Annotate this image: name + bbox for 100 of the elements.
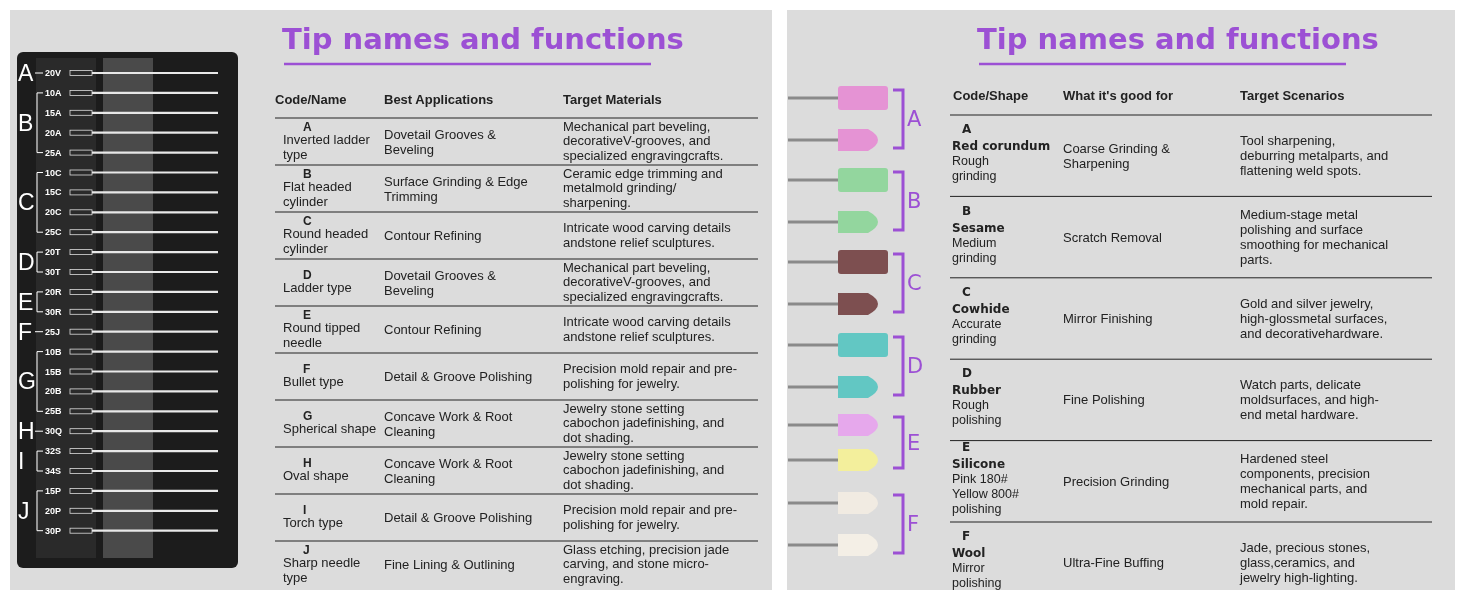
column-header: What it's good for — [1063, 88, 1173, 103]
application-text: Concave Work & Root Cleaning — [384, 408, 514, 439]
bit-code: 15C — [45, 186, 62, 199]
group-letter: J — [18, 497, 30, 524]
material-name: Silicone — [952, 457, 1007, 473]
group-letter: I — [18, 448, 25, 475]
bit-code: 25C — [45, 226, 62, 239]
tip-name: Inverted ladder type — [283, 133, 371, 162]
bit-code: 15A — [45, 106, 62, 119]
material-text: Intricate wood carving details andstone relief sculptures. — [563, 221, 732, 250]
group-letter: C — [907, 271, 922, 295]
use-text: Scratch Removal — [1063, 229, 1163, 245]
material-name: Cowhide — [952, 302, 1011, 317]
bit-code: 32S — [45, 445, 61, 458]
use-text: Ultra-Fine Buffing — [1063, 555, 1165, 571]
bit-code: 30P — [45, 524, 61, 537]
group-letter: G — [18, 368, 36, 395]
bit-code: 15P — [45, 484, 61, 497]
bit-code: 25B — [45, 405, 62, 418]
group-letter: D — [18, 249, 35, 276]
row-code: I — [302, 504, 307, 517]
row-code: D — [961, 367, 972, 381]
material-text: Ceramic edge trimming and metalmold grinding/ sharpening. — [563, 166, 724, 211]
group-letter: A — [18, 60, 34, 86]
scenario-text: Tool sharpening, deburring metalparts, and flattening weld spots. — [1240, 133, 1390, 179]
group-letter: E — [907, 430, 921, 455]
use-text: Mirror Finishing — [1063, 311, 1154, 326]
material-name: Wool — [952, 546, 987, 562]
row-code: B — [302, 168, 312, 180]
panel-title: Tip names and functions — [977, 22, 1379, 56]
material-text: Glass etching, precision jade carving, and stone micro-engraving. — [563, 542, 731, 587]
row-code: F — [302, 363, 311, 376]
group-letter: B — [907, 189, 922, 213]
group-letter: F — [907, 512, 920, 536]
description-text: Accurate grinding — [952, 317, 1003, 347]
bit-code: 20R — [45, 285, 62, 298]
column-header: Target Materials — [563, 92, 662, 107]
column-header: Code/Name — [275, 92, 347, 107]
material-text: Mechanical part beveling, decorativeV-grooves, and specialized engravingcrafts. — [563, 119, 725, 164]
material-text: Jewelry stone setting cabochon jadefinishing, and dot shading. — [563, 448, 726, 493]
group-letter: F — [18, 318, 33, 345]
application-text: Fine Lining & Outlining — [384, 557, 516, 572]
tip-name: Torch type — [283, 516, 344, 531]
bit-code: 20P — [45, 504, 61, 517]
tip-name: Ladder type — [283, 281, 353, 296]
scenario-text: Medium-stage metal polishing and surface smoothing for mechanical parts. — [1240, 207, 1390, 268]
bit-code: 30Q — [45, 425, 62, 438]
material-name: Sesame — [952, 220, 1006, 236]
tip-name: Sharp needle type — [283, 556, 362, 585]
row-code: H — [302, 457, 312, 470]
use-text: Precision Grinding — [1063, 473, 1171, 489]
description-text: Rough polishing — [952, 398, 1003, 429]
row-code: C — [961, 286, 971, 299]
row-code: B — [961, 204, 972, 218]
bit-code: 20B — [45, 385, 62, 398]
application-text: Dovetail Grooves & Beveling — [384, 126, 497, 157]
tip-name: Oval shape — [283, 469, 350, 484]
row-code: E — [961, 441, 971, 455]
tip-name: Round headed cylinder — [283, 227, 370, 256]
bit-code: 20V — [45, 67, 61, 79]
bit-code: 15B — [45, 365, 62, 378]
bit-code: 30R — [45, 305, 62, 318]
bit-code: 10C — [45, 166, 62, 179]
material-name: Red corundum — [952, 139, 1052, 155]
material-text: Jewelry stone setting cabochon jadefinishing, and dot shading. — [563, 401, 726, 446]
bit-code: 25A — [45, 146, 62, 159]
material-text: Precision mold repair and pre-polishing for jewelry. — [563, 503, 738, 532]
bit-code: 20C — [45, 206, 62, 219]
group-letter: A — [907, 107, 922, 131]
row-code: E — [302, 309, 311, 321]
material-text: Mechanical part beveling, decorativeV-grooves, and specialized engravingcrafts. — [563, 260, 725, 305]
description-text: Mirror polishing — [952, 561, 1003, 592]
group-letter: D — [907, 354, 924, 378]
bit-code: 34S — [45, 465, 61, 477]
application-text: Surface Grinding & Edge Trimming — [384, 173, 529, 204]
scenario-text: Gold and silver jewelry, high-glossmetal surfaces, and decorativehardware. — [1240, 296, 1389, 341]
bit-code: 20A — [45, 126, 62, 139]
tip-name: Flat headed cylinder — [283, 180, 353, 209]
bit-code: 10A — [45, 86, 62, 99]
description-text: Medium grinding — [952, 235, 998, 266]
material-text: Intricate wood carving details andstone relief sculptures. — [563, 315, 732, 344]
application-text: Concave Work & Root Cleaning — [384, 455, 514, 486]
material-name: Rubber — [952, 383, 1003, 399]
row-code: F — [961, 530, 971, 544]
bit-code: 10B — [45, 345, 62, 358]
row-code: A — [302, 121, 312, 133]
scenario-text: Hardened steel components, precision mechanical parts, and mold repair. — [1240, 451, 1372, 512]
application-text: Dovetail Grooves & Beveling — [384, 267, 497, 298]
group-letter: B — [18, 109, 34, 136]
material-text: Precision mold repair and pre-polishing for jewelry. — [563, 362, 738, 391]
use-text: Coarse Grinding & Sharpening — [1063, 140, 1171, 171]
bit-code: 20T — [45, 246, 61, 259]
scenario-text: Jade, precious stones, glass,ceramics, and jewelry high-lighting. — [1240, 540, 1372, 586]
scenario-text: Watch parts, delicate moldsurfaces, and high-end metal hardware. — [1240, 377, 1380, 423]
column-header: Best Applications — [384, 92, 494, 107]
tip-name: Spherical shape — [283, 422, 378, 437]
row-code: C — [302, 215, 312, 227]
row-code: G — [302, 410, 313, 423]
group-letter: C — [18, 189, 35, 216]
group-letter: E — [18, 288, 34, 315]
